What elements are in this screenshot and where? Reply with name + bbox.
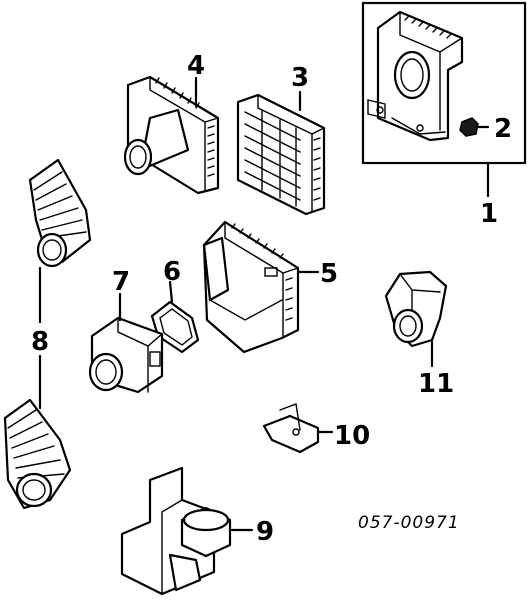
callout-5: 5	[320, 259, 338, 289]
air-cleaner-cover-part	[123, 75, 220, 195]
callout-9: 9	[256, 517, 274, 547]
callout-11: 11	[418, 369, 454, 399]
bracket-part	[262, 403, 334, 454]
diagram-code: 057-00971	[358, 513, 460, 533]
callout-4: 4	[187, 51, 205, 81]
callout-10: 10	[334, 421, 370, 451]
resonator-part	[120, 466, 254, 596]
callout-6: 6	[163, 257, 181, 287]
airflow-meter-part	[88, 292, 164, 394]
callout-2: 2	[494, 114, 512, 144]
callout-7: 7	[112, 267, 130, 297]
clip-part	[459, 117, 490, 137]
intake-duct-upper-part	[28, 158, 92, 268]
lower-case-part	[202, 220, 320, 354]
air-duct-part	[384, 270, 448, 368]
callout-3: 3	[291, 63, 309, 93]
air-cleaner-housing-part	[367, 10, 464, 142]
air-filter-element-part	[236, 93, 326, 216]
callout-8: 8	[31, 327, 49, 357]
intake-duct-lower-part	[3, 398, 72, 510]
callout-1: 1	[480, 199, 498, 229]
